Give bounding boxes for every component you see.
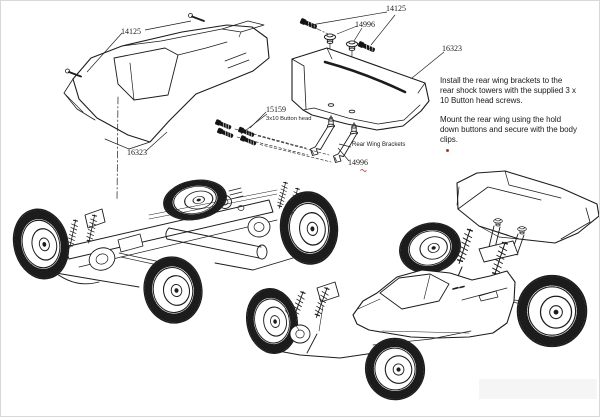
part-label-body-shell: 16323 — [127, 148, 147, 157]
part-label-rear-wing: 16323 — [442, 44, 462, 53]
car-front-left-tire — [362, 335, 429, 404]
chassis-front-left-tire — [6, 203, 75, 284]
car-rear-right-tire — [518, 276, 587, 347]
chassis-rear-right-tire — [277, 189, 341, 267]
part-label-hold-down-buttons: 14996 — [355, 20, 375, 29]
car-front-right-tire — [242, 285, 303, 358]
rear-wing-assembly-drawing — [214, 17, 430, 164]
instruction-paragraph-1: Install the rear wing brackets to the re… — [440, 76, 576, 105]
alignment-centerline — [116, 96, 119, 201]
car-rear-left-tire — [394, 217, 465, 280]
chassis-rear-left-tire — [139, 253, 207, 328]
part-label-wing-screws: 14125 — [386, 4, 406, 13]
red-underline-mark — [360, 169, 367, 172]
part-label-bracket-screws: 15159 — [266, 105, 286, 114]
assembled-car-drawing — [242, 170, 599, 404]
rear-wing-bracket-left — [309, 115, 336, 157]
hold-down-button-left — [323, 33, 337, 44]
leader-lines — [86, 11, 445, 162]
chassis-drawing — [6, 175, 341, 327]
body-shell-drawing — [63, 13, 270, 201]
body-clip-pin-right — [188, 13, 205, 22]
part-label-body-clips: 14125 — [121, 27, 141, 36]
part-label-bracket-screws-desc: 3x10 Button head — [266, 116, 312, 122]
body-clip-pin-left — [65, 68, 82, 78]
part-label-wing-brackets: 14996 — [348, 158, 368, 167]
hold-down-button-right — [345, 40, 359, 51]
bracket-screws — [214, 119, 257, 147]
instruction-paragraph-2: Mount the rear wing using the hold down … — [440, 115, 577, 144]
instruction-text: Install the rear wing brackets to the re… — [440, 76, 598, 154]
red-dot-mark — [446, 149, 449, 152]
caption-rear-wing-brackets: Rear Wing Brackets — [352, 142, 406, 148]
